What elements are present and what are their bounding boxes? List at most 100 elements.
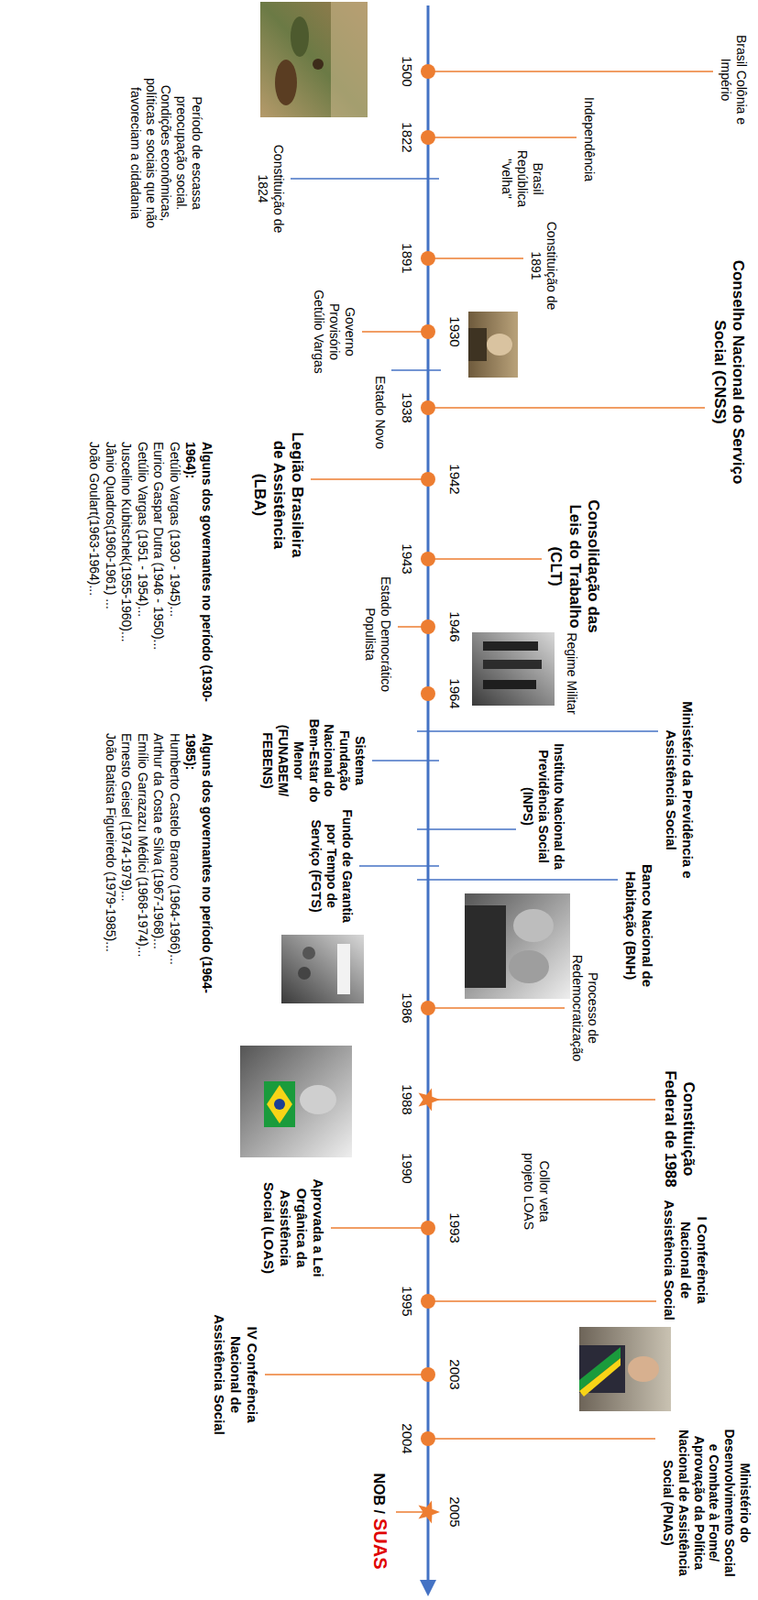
- timeline-label: Processo de Redemocratização: [569, 949, 601, 1067]
- timeline-label: Humberto Castelo Branco (1964-1966)...: [166, 733, 184, 1013]
- year-label: 1930: [446, 310, 463, 353]
- year-label: 1995: [398, 1280, 416, 1323]
- leader-line: [417, 878, 618, 881]
- timeline-label: Alguns dos governantes no período (1964-…: [182, 733, 215, 1013]
- timeline-label: Aprovada a Lei Orgânica da Assistência S…: [260, 1169, 327, 1287]
- event-dot: [420, 64, 436, 79]
- leader-line: [290, 177, 440, 180]
- photo: [240, 1045, 352, 1158]
- year-label: 1988: [398, 1078, 416, 1121]
- timeline-label: Alguns dos governantes no período (1930-…: [182, 441, 215, 708]
- leader-line: [330, 1227, 429, 1230]
- milestone-star: [418, 1501, 441, 1525]
- timeline-label: Jânio Quadros(1960-1961) ...: [102, 441, 120, 708]
- timeline-label: NOB /: [371, 1472, 387, 1514]
- leader-line: [359, 865, 440, 868]
- year-label: 1986: [398, 987, 416, 1030]
- timeline-label: Collor veta projeto LOAS: [520, 1145, 552, 1238]
- timeline-label: Juscelino Kubitschek(1955-1960)...: [118, 441, 135, 708]
- timeline-label: Constituição de 1891: [527, 214, 560, 318]
- event-dot: [420, 400, 436, 416]
- timeline-label: Arthur da Costa e Silva (1967-1968)...: [150, 733, 167, 1013]
- timeline-label: Brasil República "velha": [499, 143, 546, 214]
- event-dot: [420, 1220, 436, 1236]
- timeline-label: Consolidação das Leis do Trabalho (CLT): [546, 491, 603, 643]
- leader-line: [428, 257, 524, 260]
- painting: [260, 1, 368, 118]
- leader-line: [428, 1300, 657, 1303]
- timeline-label: João Goulart(1963-1964)...: [86, 441, 103, 708]
- timeline-axis: [427, 5, 430, 1582]
- period-tick: [391, 369, 441, 372]
- leader-line: [428, 558, 542, 561]
- event-dot: [420, 1431, 436, 1447]
- timeline-label: João Batista Figueiredo (1979-1985)...: [102, 733, 120, 1013]
- timeline-label: IV Conferência Nacional de Assistência S…: [210, 1307, 261, 1443]
- timeline-label: Fundo de Garantia por Tempo de Serviço (…: [308, 804, 355, 929]
- leader-line: [428, 1438, 656, 1440]
- timeline-label: I Conferência Nacional de Assistência So…: [660, 1195, 711, 1326]
- timeline-label: Legião Brasileira de Assistência (LBA): [250, 421, 307, 569]
- leader-line: [372, 759, 440, 762]
- event-dot: [420, 619, 436, 635]
- timeline-label: Regime Militar: [563, 624, 580, 724]
- timeline-label: Governo Provisório Getúlio Vargas: [311, 282, 358, 382]
- year-label: 1500: [398, 50, 416, 93]
- event-dot: [420, 324, 436, 340]
- year-label: 1943: [398, 538, 416, 581]
- event-dot: [420, 1294, 436, 1309]
- photo: [468, 311, 518, 378]
- timeline-label: Estado Democrático Populista: [362, 571, 394, 697]
- year-label: 1993: [446, 1207, 463, 1250]
- leader-line: [428, 406, 705, 409]
- year-label: 1942: [446, 458, 463, 501]
- timeline-label: SUAS: [370, 1518, 391, 1571]
- timeline-label: Conselho Nacional do Serviço Social (CNS…: [709, 260, 748, 485]
- leader-line: [428, 1007, 565, 1010]
- photo: [281, 934, 364, 1004]
- event-dot: [420, 551, 436, 567]
- year-label: 1891: [398, 237, 416, 280]
- year-label: 1964: [446, 672, 463, 715]
- governor-list: Alguns dos governantes no período (1964-…: [102, 733, 216, 1013]
- milestone-star: [418, 1088, 441, 1112]
- timeline-label: Banco Nacional de Habitação (BNH): [622, 856, 656, 995]
- timeline-label: Ernesto Geisel (1974-1979)...: [118, 733, 135, 1013]
- photo: [472, 632, 555, 706]
- year-label: 1990: [398, 1147, 416, 1190]
- photo: [464, 893, 571, 1000]
- year-label: 2004: [398, 1417, 416, 1461]
- event-dot: [420, 472, 436, 487]
- leader-line: [428, 136, 577, 139]
- timeline-label: Emílio Garrazazu Médici (1968-1974)...: [134, 733, 152, 1013]
- timeline-label: Brasil Colônia e Império: [717, 29, 749, 131]
- timeline-label: Getúlio Vargas (1951 - 1954)...: [134, 441, 152, 708]
- timeline-label: Independência: [581, 88, 597, 190]
- timeline-label: Ministério do Desenvolvimento Social e C…: [659, 1424, 753, 1582]
- leader-line: [417, 730, 659, 733]
- year-label: 1822: [398, 116, 416, 159]
- timeline-label: Sistema Fundação Nacional do Bem-Estar d…: [259, 712, 368, 810]
- timeline-label: Constituição Federal de 1988: [659, 1067, 698, 1192]
- leader-line: [417, 828, 517, 831]
- leader-line: [428, 70, 714, 73]
- leader-line: [264, 1373, 429, 1376]
- leader-line: [428, 1098, 656, 1101]
- event-dot: [420, 686, 436, 702]
- year-label: 2005: [446, 1491, 463, 1534]
- year-label: 1946: [446, 605, 463, 649]
- timeline-label: Período de escassa preocupação social. C…: [127, 65, 205, 241]
- governor-list: Alguns dos governantes no período (1930-…: [86, 441, 215, 708]
- leader-line: [362, 330, 429, 333]
- label-group: NOB / SUAS: [368, 1461, 392, 1582]
- leader-line: [310, 478, 429, 481]
- timeline-label: Instituto Nacional da Previdência Social…: [520, 742, 567, 871]
- timeline-label: Ministério da Previdência e Assistência …: [662, 684, 696, 896]
- timeline-label: Getúlio Vargas (1930 - 1945)...: [166, 441, 184, 708]
- timeline-label: Estado Novo: [372, 375, 388, 468]
- year-label: 1938: [398, 386, 416, 429]
- year-label: 2003: [446, 1353, 463, 1396]
- timeline-label: Constituição de 1824: [254, 136, 286, 242]
- event-dot: [420, 1000, 436, 1016]
